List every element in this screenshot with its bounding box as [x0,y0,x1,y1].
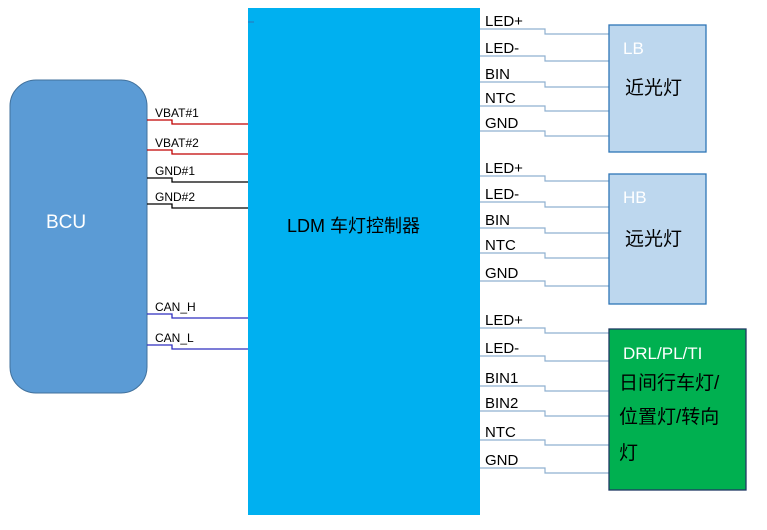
pin-line [480,130,609,137]
pin-label: LED+ [485,160,523,177]
pin-wire: LED- [480,340,609,362]
lamp-blocks: LB 近光灯 HB 远光灯 DRL/PL/TI 日间行车灯/位置灯/转向灯 [608,24,747,491]
ldm-controller-label: LDM 车灯控制器 [287,216,420,236]
pin-wire: LED+ [480,13,609,35]
wire-label: CAN_H [155,300,196,314]
pin-wire: GND [480,265,609,287]
wire-label: CAN_L [155,331,194,345]
pin-line [480,175,609,182]
bcu-label: BCU [46,212,86,233]
pin-label: GND [485,265,519,282]
pin-wire: NTC [480,90,609,112]
pin-label: NTC [485,237,516,254]
wire-line [147,344,248,350]
pin-label: BIN [485,66,510,83]
pin-label: GND [485,115,519,132]
pin-wire: GND [480,115,609,137]
ldm-controller-block [248,8,480,515]
lamp-code: HB [623,188,647,207]
pin-wire: BIN [480,66,609,88]
pin-wire: GND [480,452,609,474]
lamp-name-line: 位置灯/转向 [619,406,719,428]
pin-label: LED- [485,186,519,203]
pin-wire: NTC [480,237,609,259]
pin-line [480,28,609,35]
pin-label: BIN1 [485,370,518,387]
lamp-code: DRL/PL/TI [623,344,702,363]
pin-line [480,105,609,112]
pin-line [480,467,609,474]
wire-line [147,149,248,155]
pin-wire: LED+ [480,312,609,334]
wire-can_l: CAN_L [147,331,248,350]
wire-can_h: CAN_H [147,300,248,319]
lamp-code: LB [623,39,644,58]
lamp-name-line: 日间行车灯/ [619,372,720,394]
pin-line [480,410,609,417]
lamp-box [608,173,707,305]
pin-wire: LED+ [480,160,609,182]
lamp-hb: HB 远光灯 [608,173,707,305]
pin-line [480,355,609,362]
wire-vbat-2: VBAT#2 [147,136,248,155]
wire-label: GND#1 [155,164,195,178]
pin-wire: BIN2 [480,395,609,417]
pin-wire: LED- [480,186,609,208]
pin-label: LED- [485,40,519,57]
lamp-drl-pl-ti: DRL/PL/TI 日间行车灯/位置灯/转向灯 [608,328,747,491]
pin-line [480,227,609,234]
pin-line [480,81,609,88]
wire-label: VBAT#1 [155,106,199,120]
pin-line [480,327,609,334]
pin-wire: NTC [480,424,609,446]
pin-label: BIN [485,212,510,229]
pin-label: NTC [485,424,516,441]
lamp-box [608,24,707,153]
pin-label: BIN2 [485,395,518,412]
wire-label: VBAT#2 [155,136,199,150]
pin-wire: BIN1 [480,370,609,392]
pin-label: GND [485,452,519,469]
pin-line [480,55,609,62]
lamp-box [608,328,747,491]
wire-gnd-2: GND#2 [147,190,248,209]
pin-line [480,252,609,259]
bcu-block [9,79,148,394]
wire-line [147,177,248,183]
pin-line [480,439,609,446]
ldm-lamp-wires: LED+ LED- BIN NTC GND LED+ LED- BIN NTC GND LED+ LE… [480,13,609,474]
pin-wire: LED- [480,40,609,62]
pin-label: LED- [485,340,519,357]
wire-line [147,203,248,209]
wire-label: GND#2 [155,190,195,204]
wire-line [147,313,248,319]
pin-label: LED+ [485,312,523,329]
wire-line [147,119,248,125]
lamp-name-line: 灯 [619,442,638,464]
lamp-lb: LB 近光灯 [608,24,707,153]
lamp-name-line: 近光灯 [625,77,682,99]
wire-vbat-1: VBAT#1 [147,106,248,125]
pin-label: LED+ [485,13,523,30]
pin-line [480,201,609,208]
lamp-name-line: 远光灯 [625,228,682,250]
pin-wire: BIN [480,212,609,234]
pin-line [480,385,609,392]
pin-label: NTC [485,90,516,107]
wire-gnd-1: GND#1 [147,164,248,183]
pin-line [480,280,609,287]
